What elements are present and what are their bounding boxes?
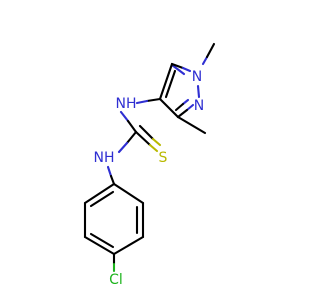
bond-c-nh2-n [117,141,129,154]
bond-nh-c-n [119,110,130,123]
bond-c5-n1-c [170,62,185,70]
bond-c4-nh-n [135,99,149,105]
bond-ar-c3-c4 [112,235,145,256]
benzene-ring [83,182,145,273]
bond-c5-n1 [170,63,186,76]
pyrazole-ring [170,63,186,76]
bond-c-s-2s [151,137,162,147]
bond-c3-me [176,115,207,135]
structure-canvas: N N NH NH S Cl [83,42,216,288]
bond-n2-c3 [176,108,189,119]
bond-n2-c3-inner-n [181,98,190,106]
atom-s: S [159,150,168,166]
atom-n2: N [194,98,204,114]
bond-ar-c1-c2 [112,182,145,205]
atom-n1: N [192,69,202,85]
bond-ar-c6-c1 [83,182,116,205]
bond-c4-nh [145,97,162,103]
bond-c-s-s [148,143,159,153]
bond-c5-n1-n [181,66,192,73]
bond-ar-c4-c5-inner [89,232,115,249]
bond-ar-c4-c5 [83,235,116,256]
bond-c4-c5 [158,62,174,101]
bond-c-s [134,130,152,147]
bonds [106,42,216,186]
molecule-diagram: N N NH NH S Cl [83,42,216,288]
bond-c-nh2 [125,130,138,145]
bond-nh-c [126,119,138,134]
bond-n1-n2 [196,84,201,99]
bond-ar-c6-c1-inner [89,190,115,208]
bond-c3-c4 [158,97,180,119]
atom-nh-top: NH [116,96,137,112]
atom-cl: Cl [109,272,123,288]
bond-c4-c5-inner [164,69,177,99]
bond-c-s-2 [138,124,155,141]
bond-n1-me-n [201,55,209,66]
atom-labels: N N NH NH S Cl [94,69,205,288]
bond-nh2-ar [109,174,116,186]
bond-nh2-ar-n [106,165,113,178]
atom-nh-bottom: NH [94,150,115,166]
bond-n2-c3-inner [174,102,185,112]
bond-n2-c3-n [185,103,195,112]
bond-n1-me [205,42,216,59]
